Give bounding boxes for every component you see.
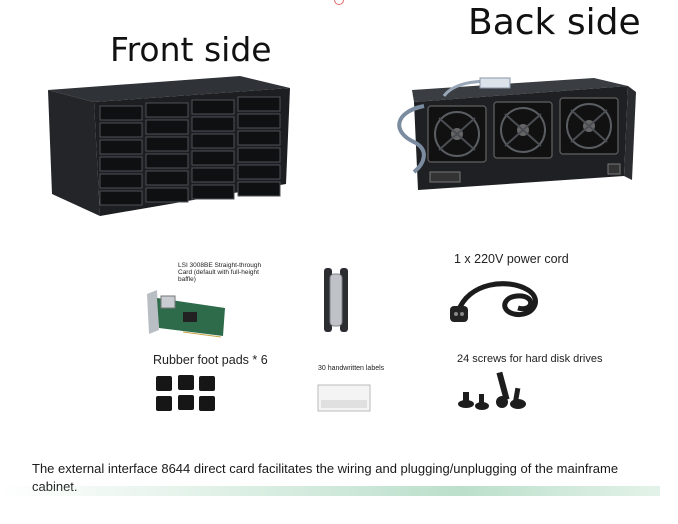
drive-bay [99, 105, 143, 121]
screws-label: 24 screws for hard disk drives [457, 353, 603, 365]
handwritten-labels-label: 30 handwritten labels [318, 365, 385, 372]
drive-bay [191, 133, 235, 149]
drive-bay [237, 164, 281, 180]
drive-bay [237, 113, 281, 129]
drive-bay [99, 122, 143, 138]
screws-image [458, 371, 526, 410]
front-chassis-image [48, 76, 290, 216]
drive-bay [99, 190, 143, 206]
power-cord-label: 1 x 220V power cord [454, 252, 569, 266]
drive-bay [191, 150, 235, 166]
drive-bay [145, 119, 189, 135]
drive-bay [145, 153, 189, 169]
chassis-handle-image [324, 268, 348, 332]
drive-bay [99, 139, 143, 155]
drive-bay [191, 167, 235, 183]
drive-bay [191, 116, 235, 132]
drive-bay [145, 136, 189, 152]
top-decoration [334, 0, 344, 5]
back-chassis-image [397, 77, 636, 190]
decorative-gradient-bar [0, 486, 660, 496]
drive-bay [237, 130, 281, 146]
drive-bay [99, 173, 143, 189]
drive-bay [237, 181, 281, 197]
lsi-card-image [147, 290, 225, 338]
drive-bay [99, 156, 143, 172]
drive-bay [237, 147, 281, 163]
foot-pads-label: Rubber foot pads * 6 [153, 353, 268, 367]
power-cord-image [450, 281, 538, 322]
front-side-title: Front side [110, 30, 272, 69]
drive-bay [145, 187, 189, 203]
drive-bay [145, 170, 189, 186]
foot-pads-image [156, 375, 215, 411]
back-side-title: Back side [468, 2, 641, 43]
drive-bay [237, 96, 281, 112]
drive-bay [191, 99, 235, 115]
drive-bay [191, 184, 235, 200]
lsi-card-label: LSI 3008BE Straight-through Card (defaul… [178, 262, 262, 283]
drive-bay [145, 102, 189, 118]
handwritten-labels-image [317, 384, 371, 412]
